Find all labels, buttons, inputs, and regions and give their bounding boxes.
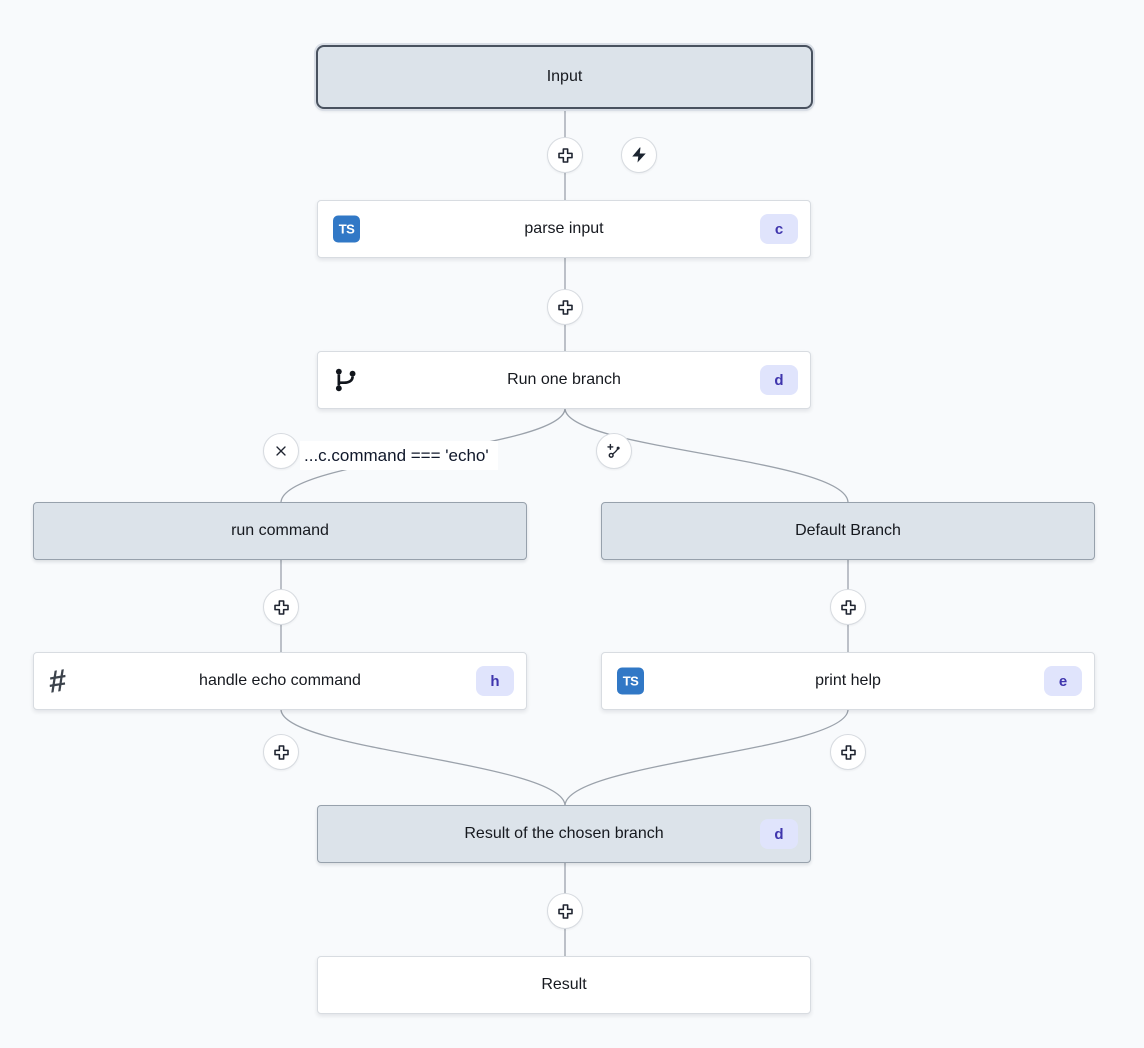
add-step-button[interactable] [547,893,583,929]
add-step-button[interactable] [547,289,583,325]
step-id-badge: c [760,214,798,244]
step-id-badge: e [1044,666,1082,696]
plus-icon [840,744,856,760]
remove-branch-button[interactable] [263,433,299,469]
add-step-button[interactable] [547,137,583,173]
add-step-button[interactable] [830,589,866,625]
node-parse-input[interactable]: TS parse input c [317,200,811,258]
node-handle-echo-command-label: handle echo command [199,672,361,689]
add-step-button[interactable] [263,734,299,770]
step-id-badge: d [760,819,798,849]
node-default-branch-label: Default Branch [795,522,901,539]
node-result-of-chosen-branch[interactable]: Result of the chosen branch d [317,805,811,863]
trigger-button[interactable] [621,137,657,173]
node-run-one-branch-label: Run one branch [507,371,621,388]
plus-icon [273,599,289,615]
node-print-help-label: print help [815,672,881,689]
node-input-label: Input [546,68,583,85]
hash-icon: # [48,662,68,700]
plus-icon [273,744,289,760]
node-result-of-chosen-branch-label: Result of the chosen branch [464,825,664,842]
add-step-button[interactable] [830,734,866,770]
plus-icon [557,147,573,163]
add-step-button[interactable] [263,589,299,625]
plus-icon [840,599,856,615]
node-branch-run-command[interactable]: run command [33,502,527,560]
edge-merge-right [564,709,849,806]
edge-merge-left [280,709,566,806]
add-branch-icon [606,443,620,458]
node-result-label: Result [541,976,587,993]
node-branch-run-command-label: run command [231,522,329,539]
step-id-badge: d [760,365,798,395]
plus-icon [557,299,573,315]
zap-icon [632,147,646,163]
node-handle-echo-command[interactable]: # handle echo command h [33,652,527,710]
git-branch-icon [333,367,360,394]
node-input[interactable]: Input [316,45,813,109]
branch-condition-label[interactable]: ...c.command === 'echo' [300,441,498,470]
node-run-one-branch[interactable]: Run one branch d [317,351,811,409]
plus-icon [557,903,573,919]
node-parse-input-label: parse input [524,220,604,237]
x-icon [276,446,286,456]
add-branch-button[interactable] [596,433,632,469]
node-print-help[interactable]: TS print help e [601,652,1095,710]
typescript-icon: TS [333,215,360,243]
node-default-branch[interactable]: Default Branch [601,502,1095,560]
typescript-icon: TS [617,667,644,695]
step-id-badge: h [476,666,514,696]
node-result[interactable]: Result [317,956,811,1014]
